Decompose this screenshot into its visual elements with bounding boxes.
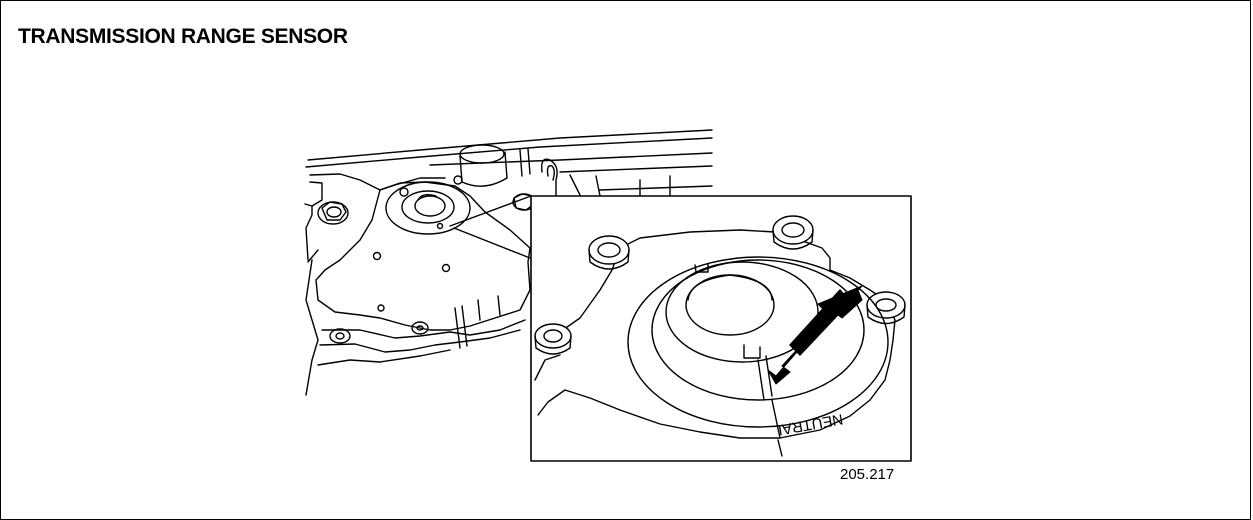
leader-lines bbox=[449, 195, 532, 259]
range-sensor-body bbox=[315, 175, 536, 366]
detail-inset bbox=[530, 195, 912, 462]
page-title: TRANSMISSION RANGE SENSOR bbox=[18, 25, 348, 48]
transmission-housing bbox=[304, 129, 713, 396]
figure-number: 205.217 bbox=[840, 466, 895, 483]
arrow-pointer-icon bbox=[767, 285, 863, 385]
transmission-illustration: NEUTRAL bbox=[304, 129, 912, 462]
